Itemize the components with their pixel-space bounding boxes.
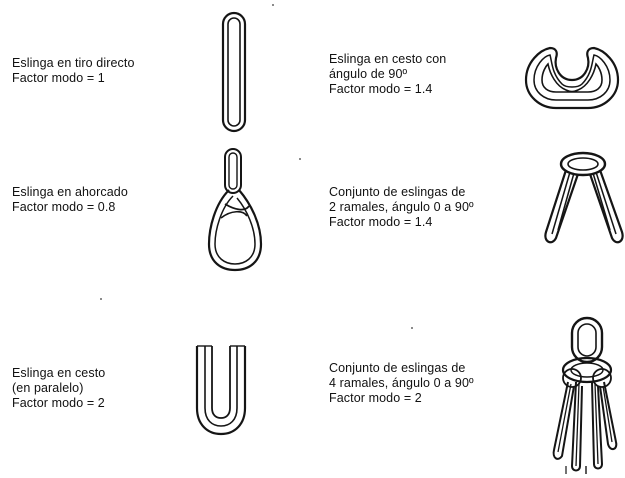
sling-choker-factor: Factor modo = 0.8 <box>12 200 116 214</box>
sling-basket-parallel-name: Eslinga en cesto <box>12 366 106 380</box>
scan-speck <box>411 327 413 329</box>
scan-speck <box>100 298 102 300</box>
scan-speck <box>299 158 301 160</box>
sling-direct-factor: Factor modo = 1 <box>12 71 105 85</box>
sling-basket-90-label: Eslinga en cesto con ángulo de 90º Facto… <box>329 52 446 97</box>
sling-choker-label: Eslinga en ahorcado Factor modo = 0.8 <box>12 185 128 215</box>
four-leg-sling-icon <box>552 316 618 474</box>
sling-four-leg-factor: Factor modo = 2 <box>329 391 422 405</box>
scan-speck <box>272 4 274 6</box>
sling-four-leg-name: Conjunto de eslingas de <box>329 361 466 375</box>
single-straight-sling-icon <box>221 11 247 133</box>
sling-four-leg-angle: 4 ramales, ángulo 0 a 90º <box>329 376 474 390</box>
sling-basket-90-name: Eslinga en cesto con <box>329 52 447 66</box>
sling-basket-parallel-note: (en paralelo) <box>12 381 84 395</box>
sling-basket-90-factor: Factor modo = 1.4 <box>329 82 433 96</box>
sling-direct-name: Eslinga en tiro directo <box>12 56 135 70</box>
sling-two-leg-angle: 2 ramales, ángulo 0 a 90º <box>329 200 474 214</box>
choker-hitch-sling-icon <box>207 148 263 272</box>
sling-basket-parallel-label: Eslinga en cesto (en paralelo) Factor mo… <box>12 366 105 411</box>
sling-basket-90-angle: ángulo de 90º <box>329 67 408 81</box>
sling-two-leg-factor: Factor modo = 1.4 <box>329 215 433 229</box>
sling-choker-name: Eslinga en ahorcado <box>12 185 128 199</box>
two-leg-sling-icon <box>544 151 624 244</box>
sling-direct-label: Eslinga en tiro directo Factor modo = 1 <box>12 56 135 86</box>
sling-four-leg-label: Conjunto de eslingas de 4 ramales, ángul… <box>329 361 474 406</box>
sling-two-leg-label: Conjunto de eslingas de 2 ramales, ángul… <box>329 185 474 230</box>
sling-basket-parallel-factor: Factor modo = 2 <box>12 396 105 410</box>
sling-two-leg-name: Conjunto de eslingas de <box>329 185 466 199</box>
basket-parallel-sling-icon <box>195 345 247 436</box>
basket-90-degree-sling-icon <box>524 46 620 110</box>
